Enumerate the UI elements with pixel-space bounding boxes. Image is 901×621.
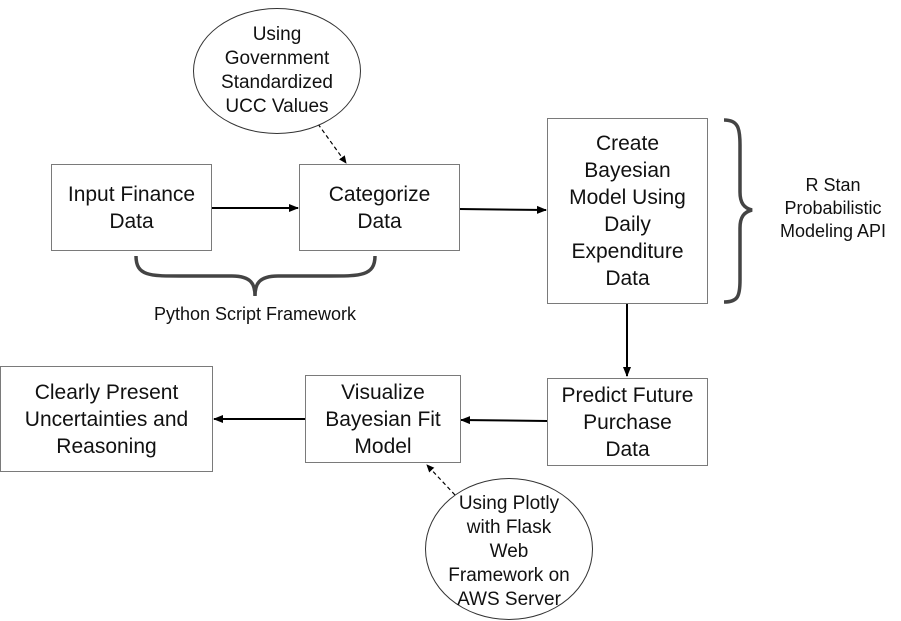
node-label: Categorize Data [328, 182, 431, 233]
node-label: Predict Future Purchase Data [561, 383, 694, 461]
node-visualize-bayesian-fit: Visualize Bayesian Fit Model [305, 375, 461, 463]
node-predict-future-purchase: Predict Future Purchase Data [547, 378, 708, 466]
node-categorize-data: Categorize Data [299, 164, 460, 251]
edge-categorize-to-model [458, 205, 547, 214]
node-label: Input Finance Data [67, 182, 196, 233]
group-label-python: Python Script Framework [153, 304, 357, 324]
edge-plotly-to-visualize [426, 464, 456, 496]
note-plotly-flask: Using Plotly with Flask Web Framework on… [425, 478, 593, 620]
group-label-rstan: R Stan Probabilistic Modeling API [779, 175, 887, 241]
node-input-finance-data: Input Finance Data [51, 164, 212, 251]
rstan-brace [723, 118, 753, 304]
python-brace [134, 255, 377, 297]
note-label: Using Plotly with Flask Web Framework on… [448, 493, 570, 610]
note-label: Using Government Standardized UCC Values [221, 24, 333, 117]
node-label: Create Bayesian Model Using Daily Expend… [569, 132, 686, 290]
node-label: Visualize Bayesian Fit Model [325, 380, 441, 458]
node-clearly-present: Clearly Present Uncertainties and Reason… [0, 366, 213, 472]
note-ucc-values: Using Government Standardized UCC Values [193, 8, 361, 134]
node-create-bayesian-model: Create Bayesian Model Using Daily Expend… [547, 118, 708, 304]
node-label: Clearly Present Uncertainties and Reason… [24, 380, 189, 458]
edge-ucc-to-categorize [317, 123, 347, 164]
edge-predict-to-visualize [460, 416, 548, 425]
